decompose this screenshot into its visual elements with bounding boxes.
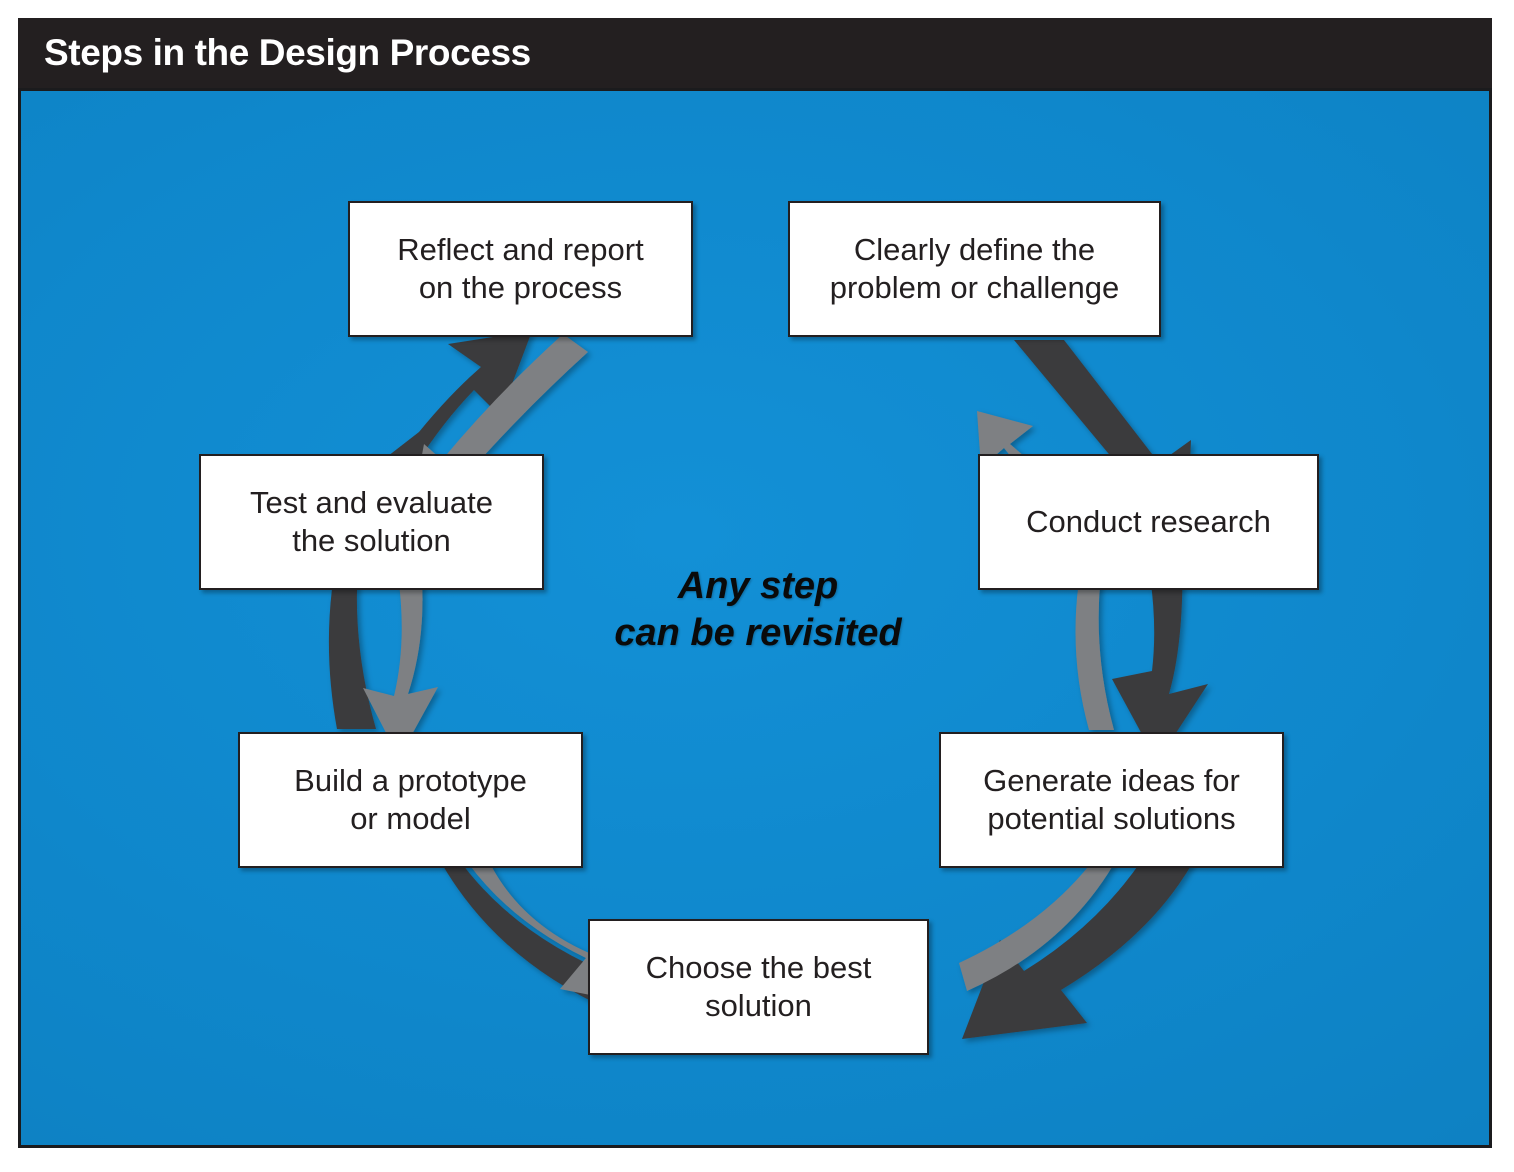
arrow-back-generate-research	[1059, 481, 1133, 730]
page-title: Steps in the Design Process	[44, 32, 531, 73]
step-box-prototype[interactable]: Build a prototype or model	[238, 732, 583, 868]
title-bar: Steps in the Design Process	[18, 18, 1492, 88]
step-label-generate: Generate ideas for potential solutions	[983, 763, 1240, 836]
step-box-choose[interactable]: Choose the best solution	[588, 919, 929, 1055]
arrow-forward-test-reflect	[379, 331, 532, 463]
step-label-research: Conduct research	[1026, 504, 1271, 540]
arrow-back-choose-generate	[959, 775, 1164, 991]
step-label-choose: Choose the best solution	[645, 950, 872, 1023]
connector-choose-to-prototype	[390, 774, 636, 1004]
arrow-forward-choose-prototype	[390, 774, 601, 1002]
diagram-panel: Reflect and report on the process Clearl…	[18, 88, 1492, 1148]
step-box-research[interactable]: Conduct research	[978, 454, 1319, 590]
step-box-test[interactable]: Test and evaluate the solution	[199, 454, 544, 590]
step-box-reflect[interactable]: Reflect and report on the process	[348, 201, 693, 337]
step-label-prototype: Build a prototype or model	[294, 763, 527, 836]
step-box-generate[interactable]: Generate ideas for potential solutions	[939, 732, 1284, 868]
step-label-define: Clearly define the problem or challenge	[829, 232, 1120, 305]
arrow-forward-research-generate	[1112, 522, 1208, 762]
step-label-test: Test and evaluate the solution	[249, 485, 493, 558]
step-box-define[interactable]: Clearly define the problem or challenge	[788, 201, 1161, 337]
center-annotation: Any step can be revisited	[614, 565, 902, 655]
step-label-reflect: Reflect and report on the process	[397, 232, 644, 305]
arrow-back-prototype-choose	[432, 793, 636, 1004]
design-process-figure: Steps in the Design Process	[18, 18, 1492, 1148]
connector-research-to-generate	[1059, 481, 1208, 762]
